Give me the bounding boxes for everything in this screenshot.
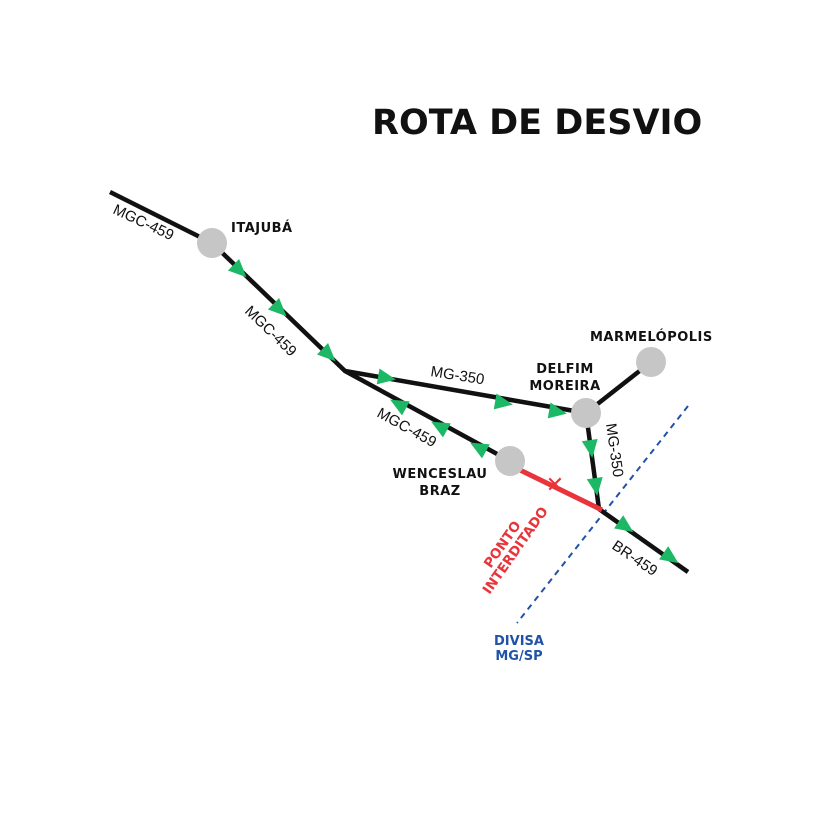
road-label-br459: BR-459 [609, 537, 661, 580]
direction-arrow-icon [316, 342, 336, 362]
roads [108, 189, 690, 574]
direction-arrow-icon [227, 258, 247, 278]
city-dot-marmelopolis [636, 347, 666, 377]
city-dot-itajuba [197, 228, 227, 258]
city-label-delfim-line2: MOREIRA [529, 379, 600, 394]
direction-arrow-icon [470, 442, 490, 459]
direction-arrow-icon [493, 393, 513, 410]
city-label-delfim-line1: DELFIM [536, 362, 594, 377]
closed-road-segment [518, 467, 604, 513]
road-label-mgc459-mid: MGC-459 [241, 303, 300, 360]
road-label-mg350-vertical: MG-350 [602, 422, 626, 478]
city-label-wenceslau-line1: WENCESLAU [393, 467, 488, 482]
closure-x-icon: ✕ [546, 473, 564, 498]
direction-arrow-icon [586, 476, 603, 496]
city-label-marmelopolis: MARMELÓPOLIS [590, 329, 713, 345]
direction-arrow-icon [614, 515, 634, 533]
border-label-line1: DIVISA [494, 634, 544, 649]
map-title: ROTA DE DESVIO [372, 103, 702, 143]
direction-arrow-icon [659, 546, 679, 564]
city-dot-wenceslau-braz [495, 446, 525, 476]
direction-arrow-icon [390, 399, 410, 416]
city-label-itajuba: ITAJUBÁ [231, 220, 293, 236]
direction-arrow-icon [547, 402, 567, 419]
border-label-line2: MG/SP [495, 649, 542, 664]
direction-arrow-icon [267, 297, 287, 317]
city-dot-delfim-moreira [571, 398, 601, 428]
direction-arrow-icon [376, 368, 396, 385]
direction-arrow-icon [431, 421, 451, 438]
road-label-mgc459-low: MGC-459 [374, 405, 439, 451]
road-label-mg350-horizontal: MG-350 [429, 363, 485, 388]
direction-arrows [227, 258, 679, 564]
state-border-line [516, 405, 689, 624]
city-label-wenceslau-line2: BRAZ [419, 484, 460, 499]
direction-arrow-icon [581, 438, 598, 458]
